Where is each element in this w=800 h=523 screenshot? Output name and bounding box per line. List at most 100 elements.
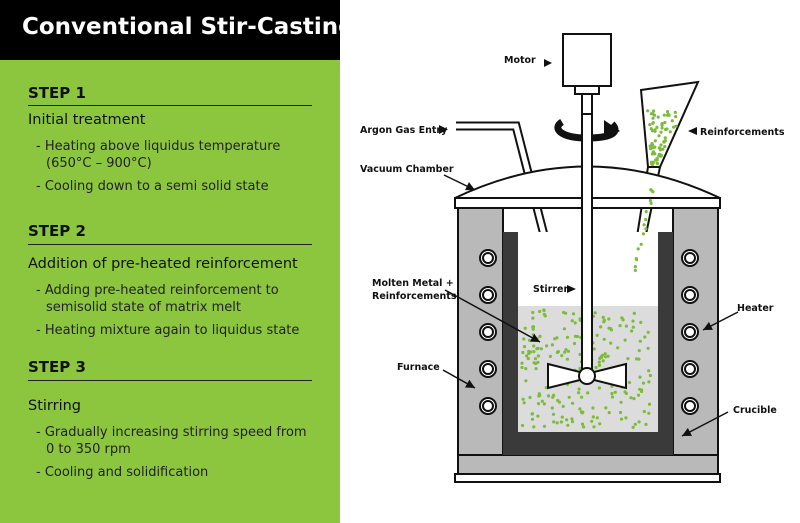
particle-dot (619, 400, 623, 404)
particle-dot (597, 360, 601, 364)
particle-dot (575, 334, 580, 339)
label-motor: Motor (504, 55, 536, 66)
particle-dot (667, 113, 671, 117)
particle-dot (660, 122, 664, 126)
heater-coil-icon (479, 286, 497, 304)
particle-dot (638, 339, 642, 343)
particle-dot (537, 392, 542, 396)
particle-dot (652, 109, 656, 113)
particle-dot (570, 420, 575, 424)
particle-dot (662, 113, 666, 117)
particle-dot (644, 422, 648, 426)
particle-dot (637, 357, 641, 361)
particle-dot (577, 387, 581, 391)
particle-dot (533, 357, 538, 361)
particle-dot (658, 148, 662, 152)
diagram-svg: Motor Argon Gas Entry Reinforcements Vac… (360, 33, 785, 483)
particle-dot (542, 424, 547, 428)
motor-pointer-icon (544, 59, 552, 67)
particle-dot (642, 409, 646, 414)
particle-dot (639, 320, 643, 324)
particle-dot (526, 357, 530, 361)
motor-coupling (574, 85, 600, 95)
particle-dot (633, 422, 637, 426)
particle-dot (521, 397, 525, 401)
particle-dot (647, 402, 652, 406)
particle-dot (571, 312, 576, 316)
particle-dot (633, 268, 637, 272)
particle-dot (658, 152, 662, 157)
particle-dot (633, 265, 637, 269)
step-2-bullet: - Adding pre-heated reinforcement to (36, 283, 279, 298)
particle-dot (520, 361, 524, 365)
particle-dot (560, 415, 564, 419)
particle-dot (636, 247, 640, 251)
particle-dot (563, 350, 567, 354)
particle-dot (592, 347, 596, 351)
particle-dot (591, 406, 595, 410)
argon-pointer-icon (439, 125, 448, 134)
particle-dot (592, 425, 596, 429)
particle-dot (591, 415, 595, 419)
particle-dot (629, 396, 633, 400)
particle-dot (670, 119, 674, 123)
particle-dot (607, 317, 611, 321)
particle-dot (646, 346, 650, 350)
particle-dot (527, 349, 531, 354)
particle-dot (550, 406, 554, 410)
particle-dot (532, 361, 536, 365)
particle-dot (664, 127, 668, 132)
particle-dot (523, 326, 527, 330)
particle-dot (655, 158, 659, 162)
label-crucible: Crucible (733, 405, 777, 416)
particle-dot (643, 335, 647, 339)
particle-dot (573, 321, 577, 325)
particle-dot (631, 319, 635, 323)
label-stirrer: Stirrer (533, 284, 568, 295)
label-furnace: Furnace (397, 362, 440, 373)
particle-dot (668, 130, 672, 134)
step-1-bullet: (650°C – 900°C) (46, 156, 152, 171)
particle-dot (565, 357, 570, 361)
particle-dot (604, 406, 608, 410)
particle-dot (659, 143, 663, 147)
particle-dot (604, 355, 608, 359)
particle-dot (609, 328, 614, 332)
particle-dot (618, 324, 622, 328)
particle-dot (581, 410, 585, 414)
particle-dot (599, 325, 603, 329)
particle-dot (672, 125, 676, 129)
particle-dot (662, 140, 666, 144)
particle-dot (536, 354, 541, 358)
particle-dot (547, 394, 551, 398)
particle-dot (610, 395, 615, 399)
heater-coil-icon (681, 249, 699, 267)
step-3-bullet: - Gradually increasing stirring speed fr… (36, 425, 307, 440)
heater-pointer (702, 311, 739, 331)
particle-dot (571, 401, 575, 405)
particle-dot (638, 375, 642, 379)
particle-dot (650, 152, 655, 156)
particle-dot (530, 412, 534, 416)
particle-dot (646, 330, 650, 334)
particle-dot (632, 397, 636, 401)
step-1-bullet: - Heating above liquidus temperature (36, 139, 281, 154)
particle-dot (542, 312, 546, 316)
particle-dot (636, 393, 641, 397)
particle-dot (560, 354, 564, 358)
particle-dot (651, 146, 655, 150)
particle-dot (566, 349, 571, 353)
particle-dot (595, 333, 599, 337)
particle-dot (674, 124, 678, 128)
particle-dot (619, 417, 624, 421)
particle-dot (642, 223, 646, 227)
step-1-subtitle: Initial treatment (28, 112, 146, 128)
steps-panel: Conventional Stir-Casting STEP 1 Initial… (0, 0, 355, 523)
step-3-divider (28, 380, 312, 381)
particle-dot (607, 411, 611, 415)
step-2-heading: STEP 2 (28, 222, 86, 240)
particle-dot (624, 416, 628, 420)
particle-dot (564, 348, 568, 352)
particle-dot (653, 113, 657, 117)
particle-dot (565, 418, 569, 422)
